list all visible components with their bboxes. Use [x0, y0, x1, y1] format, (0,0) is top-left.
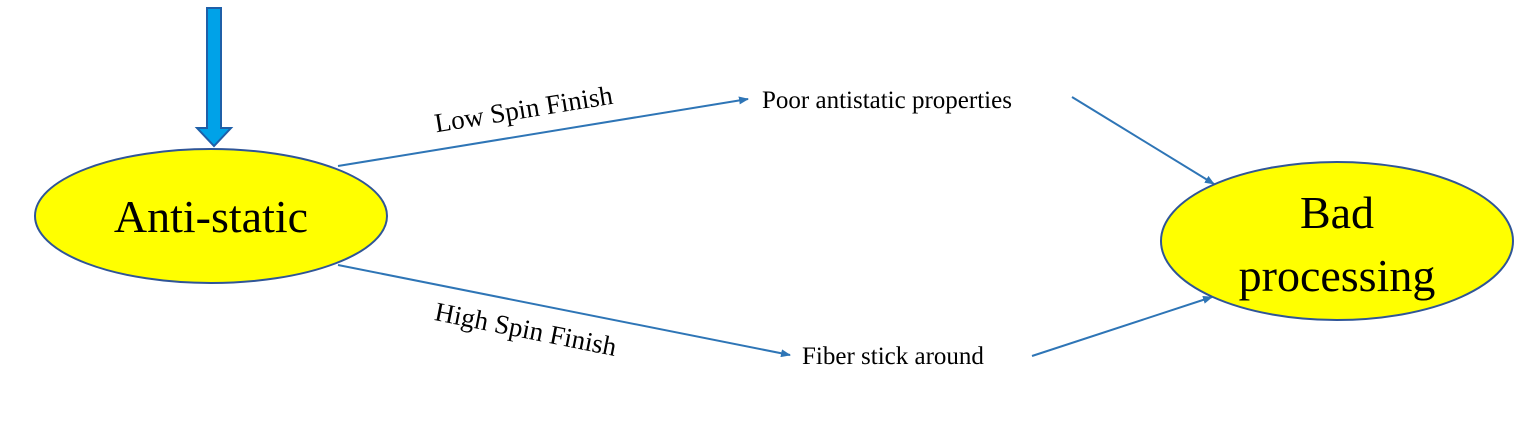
edge-poor-antistatic-to-bad-processing: [1071, 96, 1215, 185]
node-bad-processing: Bad processing: [1160, 161, 1514, 321]
node-fiber-stick-around: Fiber stick around: [802, 343, 984, 370]
node-bad-processing-label-line2: processing: [1239, 250, 1436, 301]
edge-high-spin-finish-arrow: [337, 264, 791, 358]
edge-label-low-spin-finish: Low Spin Finish: [432, 80, 615, 138]
edge-label-high-spin-finish: High Spin Finish: [432, 296, 619, 362]
input-down-arrow: [194, 7, 234, 148]
node-bad-processing-label-line1: Bad: [1300, 187, 1374, 238]
node-anti-static-label: Anti-static: [114, 191, 308, 242]
node-poor-antistatic-properties: Poor antistatic properties: [762, 87, 1012, 114]
node-bad-processing-ellipse: [1160, 161, 1514, 321]
node-anti-static-ellipse: [34, 148, 388, 284]
edge-low-spin-finish-arrow: [337, 96, 749, 167]
edge-fiber-stick-to-bad-processing: [1031, 296, 1213, 357]
node-anti-static: Anti-static: [34, 148, 388, 284]
